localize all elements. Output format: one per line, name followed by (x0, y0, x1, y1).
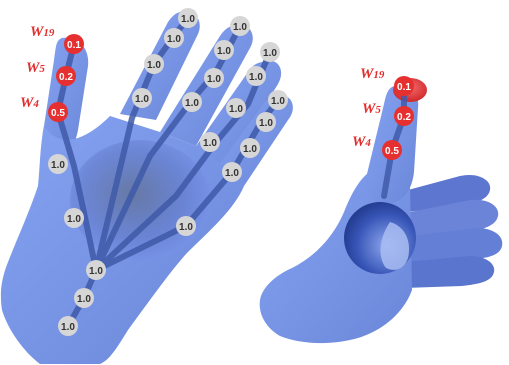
gray-node-value: 1.0 (243, 144, 257, 155)
gray-node-value: 1.0 (147, 60, 161, 71)
gray-node-value: 1.0 (185, 98, 199, 109)
gray-node-value: 1.0 (51, 160, 65, 171)
right-node-w5-value: 0.2 (397, 112, 411, 123)
gray-node-value: 1.0 (167, 34, 181, 45)
gray-node-value: 1.0 (135, 94, 149, 105)
right-label-w19: W19 (360, 66, 384, 83)
gray-node-value: 1.0 (67, 214, 81, 225)
right-node-w4-value: 0.5 (385, 146, 399, 157)
left-node-w19-value: 0.1 (67, 40, 81, 51)
gray-node-value: 1.0 (233, 22, 247, 33)
left-label-w5: W5 (26, 60, 45, 77)
left-node-w5-value: 0.2 (59, 72, 73, 83)
gray-node-value: 1.0 (249, 72, 263, 83)
gray-node-value: 1.0 (89, 266, 103, 277)
gray-node-value: 1.0 (179, 222, 193, 233)
right-label-w5: W5 (362, 101, 381, 118)
left-node-w4-value: 0.5 (51, 108, 65, 119)
gray-node-value: 1.0 (203, 138, 217, 149)
gray-node-value: 1.0 (61, 322, 75, 333)
right-label-w4: W4 (352, 134, 371, 151)
gray-node-value: 1.0 (229, 104, 243, 115)
gray-node-value: 1.0 (263, 48, 277, 59)
right-hand (260, 78, 503, 343)
gray-node-value: 1.0 (259, 118, 273, 129)
left-label-w19: W19 (30, 24, 54, 41)
gray-node-value: 1.0 (181, 14, 195, 25)
right-node-w19-value: 0.1 (397, 82, 411, 93)
gray-node-value: 1.0 (217, 46, 231, 57)
right-finger-4 (404, 256, 494, 288)
gray-node-value: 1.0 (225, 168, 239, 179)
left-label-w4: W4 (20, 95, 39, 112)
gray-node-value: 1.0 (207, 74, 221, 85)
gray-node-value: 1.0 (77, 294, 91, 305)
gray-node-value: 1.0 (271, 96, 285, 107)
